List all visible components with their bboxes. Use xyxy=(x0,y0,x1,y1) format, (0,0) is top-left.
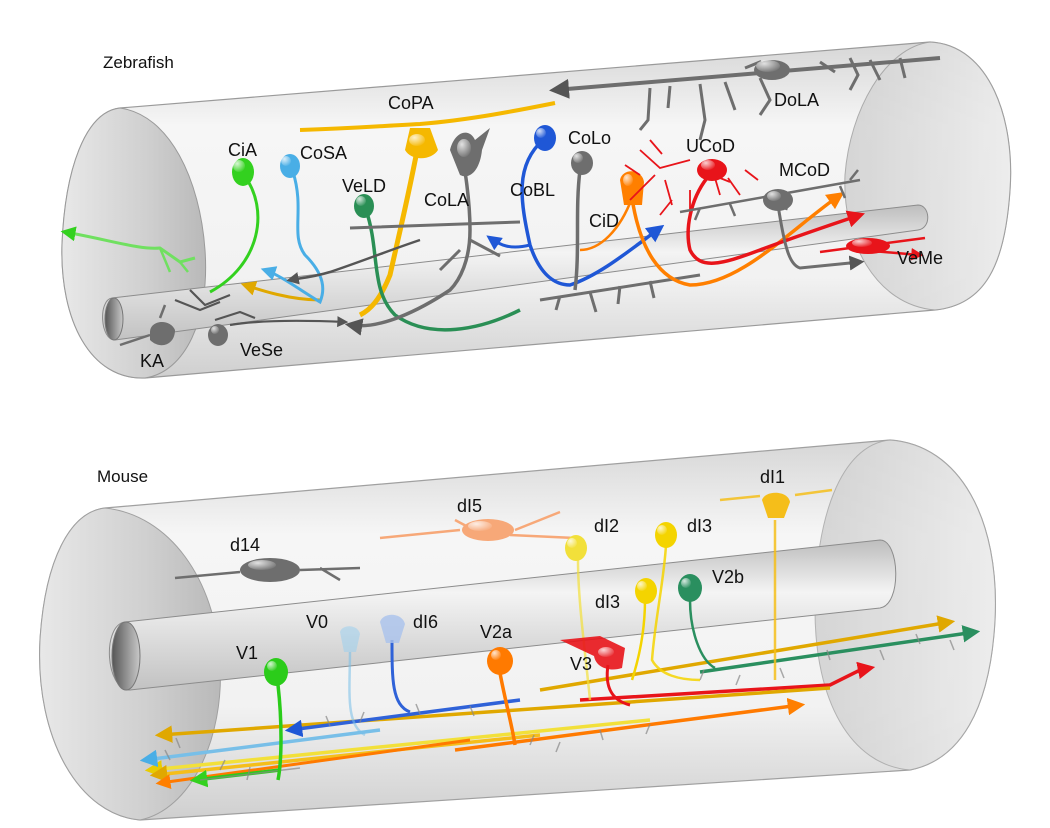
label-V1: V1 xyxy=(236,643,258,663)
d14-neuron xyxy=(174,558,361,582)
CoBL-neuron xyxy=(486,125,665,287)
zebrafish-canal-opening xyxy=(104,297,124,341)
VeLD-neuron xyxy=(354,194,521,332)
CiA-neuron xyxy=(60,158,260,294)
label-CoPA: CoPA xyxy=(388,93,434,113)
zebrafish-panel: Zebrafish DoLA CoPA xyxy=(60,41,1012,379)
label-CoLo: CoLo xyxy=(568,128,611,148)
label-CiA: CiA xyxy=(228,140,257,160)
label-dI3-lower: dI3 xyxy=(595,592,620,612)
dI1-neuron xyxy=(719,488,833,680)
CiD-neuron xyxy=(579,171,845,287)
V0-neuron xyxy=(340,626,366,737)
label-VeMe: VeMe xyxy=(897,248,943,268)
VeMe-neuron xyxy=(819,236,925,255)
V1-neuron xyxy=(264,658,288,781)
V2b-neuron xyxy=(678,574,716,670)
CoLo-neuron xyxy=(539,151,701,313)
dI5-neuron xyxy=(379,510,576,541)
V3-neuron xyxy=(560,636,631,707)
label-CoSA: CoSA xyxy=(300,143,347,163)
label-dI5: dI5 xyxy=(457,496,482,516)
DoLA-neuron xyxy=(549,56,941,141)
mouse-axon-tracts xyxy=(139,615,981,789)
VeSe-neuron xyxy=(174,289,345,346)
label-d14: d14 xyxy=(230,535,260,555)
dI6-neuron xyxy=(380,614,411,714)
label-CiD: CiD xyxy=(589,211,619,231)
mouse-panel: Mouse d14 xyxy=(39,439,997,821)
label-dI6: dI6 xyxy=(413,612,438,632)
dI3-neuron-upper xyxy=(650,522,701,682)
label-dI1: dI1 xyxy=(760,467,785,487)
label-dI3-upper: dI3 xyxy=(687,516,712,536)
label-MCoD: MCoD xyxy=(779,160,830,180)
mouse-central-canal xyxy=(108,539,897,691)
dI2-neuron xyxy=(565,535,592,701)
mouse-right-cap xyxy=(814,439,996,771)
mouse-canal-opening xyxy=(111,621,141,691)
label-V3: V3 xyxy=(570,654,592,674)
label-KA: KA xyxy=(140,351,164,371)
label-V2a: V2a xyxy=(480,622,513,642)
label-V2b: V2b xyxy=(712,567,744,587)
label-dI2: dI2 xyxy=(594,516,619,536)
label-VeSe: VeSe xyxy=(240,340,283,360)
CoLA-neuron xyxy=(286,128,521,336)
V2a-neuron xyxy=(487,647,517,746)
label-DoLA: DoLA xyxy=(774,90,819,110)
label-CoBL: CoBL xyxy=(510,180,555,200)
mouse-title: Mouse xyxy=(97,467,148,486)
label-UCoD: UCoD xyxy=(686,136,735,156)
label-VeLD: VeLD xyxy=(342,176,386,196)
label-V0: V0 xyxy=(306,612,328,632)
zebrafish-title: Zebrafish xyxy=(103,53,174,72)
zebrafish-central-canal xyxy=(102,204,929,341)
KA-neuron xyxy=(119,304,175,347)
CoPA-neuron xyxy=(240,101,556,318)
UCoD-neuron xyxy=(624,139,865,265)
label-CoLA: CoLA xyxy=(424,190,469,210)
MCoD-neuron xyxy=(679,169,865,271)
dI3-neuron-lower xyxy=(630,578,657,681)
